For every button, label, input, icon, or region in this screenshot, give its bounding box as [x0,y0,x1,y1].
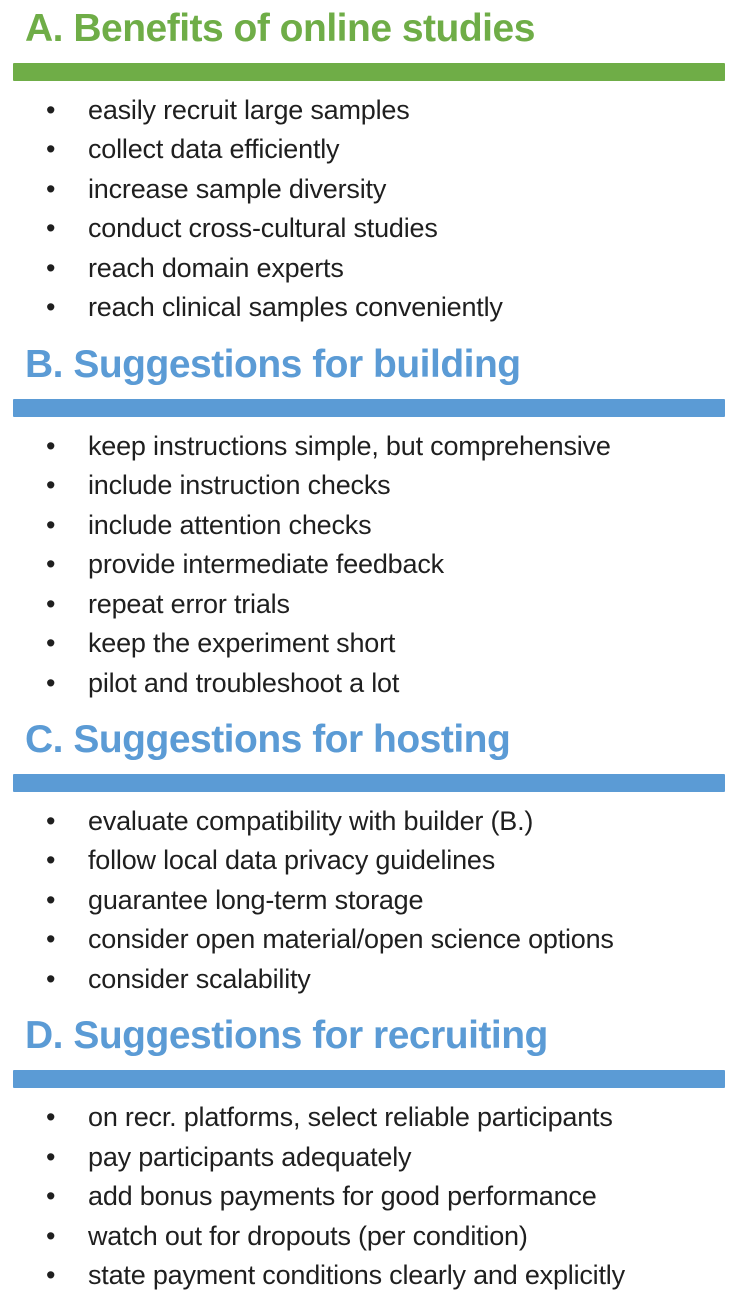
section: B. Suggestions for building • keep instr… [13,342,725,703]
bullet-icon: • [46,805,56,836]
bullet-icon: • [46,470,56,501]
list-item: • pilot and troubleshoot a lot [13,664,725,704]
bullet-icon: • [46,1141,56,1172]
list-item-text: reach clinical samples conveniently [88,292,503,323]
bullet-icon: • [46,549,56,580]
bullet-icon: • [46,1181,56,1212]
section: A. Benefits of online studies • easily r… [13,6,725,328]
list-item: • increase sample diversity [13,170,725,210]
bullet-icon: • [46,924,56,955]
section-title-d: D. Suggestions for recruiting [25,1014,548,1058]
list-item-text: follow local data privacy guidelines [88,845,496,876]
bullet-icon: • [46,134,56,165]
bullet-icon: • [46,884,56,915]
list-item-text: guarantee long-term storage [88,884,424,915]
list-item-text: include instruction checks [88,470,391,501]
section: D. Suggestions for recruiting • on recr.… [13,1013,725,1295]
list-item: • provide intermediate feedback [13,545,725,585]
list-item-text: pilot and troubleshoot a lot [88,667,400,698]
list-item-text: reach domain experts [88,252,344,283]
bullet-icon: • [46,252,56,283]
bullet-icon: • [46,509,56,540]
section-divider-bar [13,398,725,417]
list-item: • follow local data privacy guidelines [13,841,725,881]
list-item-text: pay participants adequately [88,1141,412,1172]
list-item-text: conduct cross-cultural studies [88,213,438,244]
bullet-icon: • [46,588,56,619]
list-item: • repeat error trials [13,585,725,625]
section-list: • keep instructions simple, but comprehe… [13,427,725,704]
section-list: • on recr. platforms, select reliable pa… [13,1098,725,1296]
list-item: • consider open material/open science op… [13,920,725,960]
list-item: • include attention checks [13,506,725,546]
section-list: • easily recruit large samples • collect… [13,91,725,328]
list-item-text: keep instructions simple, but comprehens… [88,430,611,461]
bullet-icon: • [46,1220,56,1251]
section: C. Suggestions for hosting • evaluate co… [13,717,725,999]
bullet-icon: • [46,213,56,244]
list-item: • add bonus payments for good performanc… [13,1177,725,1217]
bullet-icon: • [46,292,56,323]
list-item: • reach domain experts [13,249,725,289]
list-item-text: watch out for dropouts (per condition) [88,1220,528,1251]
list-item-text: increase sample diversity [88,173,387,204]
list-item-text: collect data efficiently [88,134,340,165]
list-item-text: easily recruit large samples [88,94,410,125]
list-item: • guarantee long-term storage [13,881,725,921]
section-divider-bar [13,773,725,792]
list-item: • watch out for dropouts (per condition) [13,1217,725,1257]
list-item: • collect data efficiently [13,130,725,170]
section-divider-bar [13,1070,725,1089]
list-item: • include instruction checks [13,466,725,506]
list-item: • keep the experiment short [13,624,725,664]
list-item: • on recr. platforms, select reliable pa… [13,1098,725,1138]
list-item: • evaluate compatibility with builder (B… [13,802,725,842]
list-item: • reach clinical samples conveniently [13,288,725,328]
section-list: • evaluate compatibility with builder (B… [13,802,725,1000]
list-item-text: add bonus payments for good performance [88,1181,597,1212]
list-item-text: provide intermediate feedback [88,549,444,580]
list-item: • pay participants adequately [13,1138,725,1178]
list-item-text: consider open material/open science opti… [88,924,614,955]
bullet-icon: • [46,1260,56,1291]
bullet-icon: • [46,628,56,659]
bullet-icon: • [46,173,56,204]
list-item-text: keep the experiment short [88,628,396,659]
list-item-text: state payment conditions clearly and exp… [88,1260,625,1291]
list-item-text: repeat error trials [88,588,290,619]
list-item-text: evaluate compatibility with builder (B.) [88,805,534,836]
list-item: • easily recruit large samples [13,91,725,131]
section-title-b: B. Suggestions for building [25,342,521,386]
list-item-text: include attention checks [88,509,372,540]
section-title-c: C. Suggestions for hosting [25,718,511,762]
bullet-icon: • [46,963,56,994]
bullet-icon: • [46,1102,56,1133]
list-item-text: consider scalability [88,963,311,994]
bullet-icon: • [46,667,56,698]
section-title-a: A. Benefits of online studies [25,7,535,50]
list-item: • conduct cross-cultural studies [13,209,725,249]
section-divider-bar [13,62,725,81]
bullet-icon: • [46,845,56,876]
list-item: • state payment conditions clearly and e… [13,1256,725,1296]
list-item: • keep instructions simple, but comprehe… [13,427,725,467]
bullet-icon: • [46,430,56,461]
list-item: • consider scalability [13,960,725,1000]
bullet-icon: • [46,94,56,125]
list-item-text: on recr. platforms, select reliable part… [88,1102,613,1133]
